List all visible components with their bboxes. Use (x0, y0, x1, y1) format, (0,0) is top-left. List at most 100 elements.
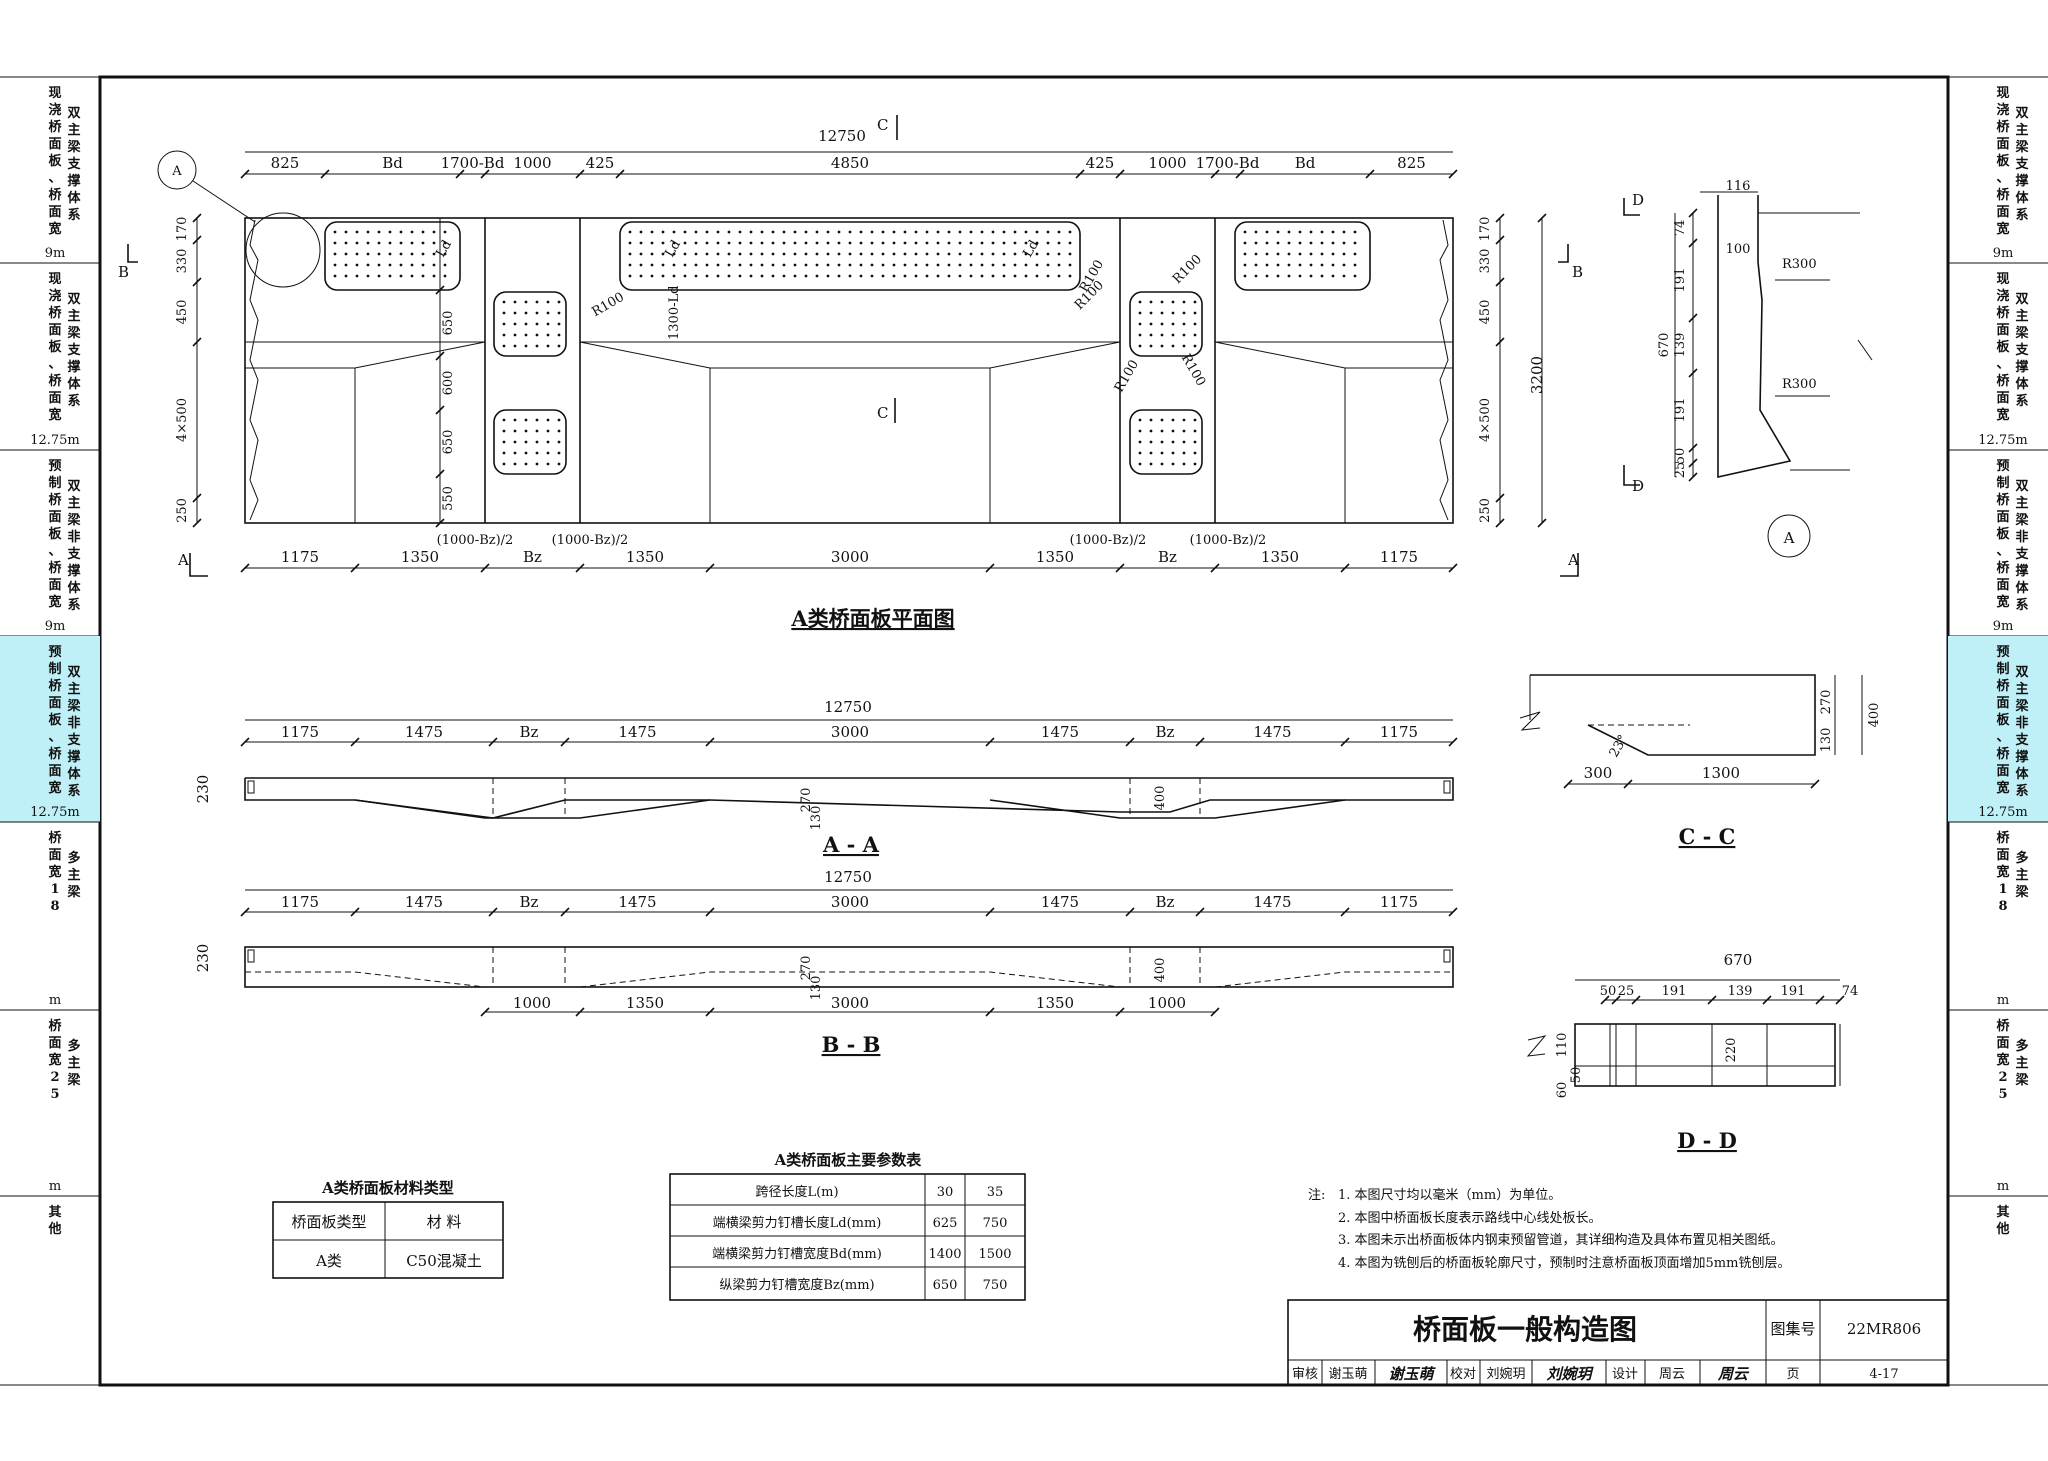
material-table (272, 1201, 504, 1279)
side-tab-width: 9m (1993, 619, 2014, 634)
aa-title: A - A (822, 832, 880, 857)
detail-a-vdim: 50 (1673, 448, 1688, 465)
plan-bottom-dim: 1350 (1036, 548, 1074, 566)
section-a-right: A (1567, 551, 1579, 569)
side-tab-7[interactable]: 其他 (1948, 1204, 2048, 1386)
plan-top-dim: 425 (586, 154, 615, 172)
plan-bottom-dim: 1350 (626, 548, 664, 566)
plan-bottom-dim: 1350 (401, 548, 439, 566)
reviewer-signature: 谢玉萌 (1388, 1365, 1436, 1383)
plan-top-dim: 1700-Bd (441, 154, 505, 172)
cc-vdim: 130 (1819, 728, 1834, 753)
plan-radius: R100 (1170, 252, 1205, 287)
dd-dim: 25 (1618, 984, 1635, 999)
plan-bottom-note: (1000-Bz)/2 (552, 533, 629, 548)
pocket-mid-end (619, 221, 1081, 291)
bb-dim: 1475 (405, 893, 443, 911)
atlas-no: 22MR806 (1847, 1320, 1921, 1338)
plan-right-dim: 450 (1478, 300, 1493, 325)
plan-top-dim: 1700-Bd (1196, 154, 1260, 172)
side-tab-7[interactable]: 其他 (0, 1204, 100, 1386)
note-3: 3. 本图未示出桥面板体内钢束预留管道，其详细构造及具体布置见相关图纸。 (1338, 1232, 1784, 1248)
side-tab-width: 9m (1993, 246, 2014, 261)
aa-dim: 1475 (1041, 723, 1079, 741)
dd-vdim: 50 (1569, 1067, 1584, 1084)
detail-a-vdim: 74 (1673, 220, 1688, 237)
bb-left-dim: 230 (194, 944, 212, 973)
detail-a-r1: R300 (1782, 257, 1817, 272)
side-tab-width: 12.75m (1978, 805, 2028, 820)
drawing-title: 桥面板一般构造图 (1413, 1313, 1637, 1346)
title-block (1287, 1299, 1949, 1386)
detail-a-width: 116 (1726, 179, 1751, 194)
bb-dim: 1475 (1041, 893, 1079, 911)
detail-a-vdim: 139 (1673, 333, 1688, 358)
bb-bottom-dim: 3000 (831, 994, 869, 1012)
side-tab-sub: 双主梁非支撑体系 (66, 665, 81, 799)
detail-a-r2: R300 (1782, 377, 1817, 392)
detail-a-inner: 100 (1726, 242, 1751, 257)
notes-label: 注: (1308, 1188, 1325, 1203)
bb-bottom-dim: 1350 (626, 994, 664, 1012)
bb-dim: 1475 (618, 893, 656, 911)
section-b-right: B (1572, 263, 1583, 281)
check-label: 校对 (1450, 1366, 1476, 1382)
bb-dim: 1175 (1380, 893, 1418, 911)
checker: 刘婉玥 (1486, 1366, 1525, 1382)
side-tabs-left: 现浇桥面板、桥面宽双主梁支撑体系9m现浇桥面板、桥面宽双主梁支撑体系12.75m… (0, 86, 100, 1386)
material-header-material: 材 料 (427, 1213, 462, 1231)
detail-a (1623, 191, 1873, 558)
plan-left-dim: 330 (175, 249, 190, 274)
aa-left-dim: 230 (194, 775, 212, 804)
plan-left-dim: 450 (175, 300, 190, 325)
aa-dim: 3000 (831, 723, 869, 741)
param-name: 端横梁剪力钉槽长度Ld(mm) (713, 1215, 882, 1231)
side-tab-sub: 双主梁非支撑体系 (2014, 665, 2029, 799)
side-tab-width: m (49, 1179, 61, 1194)
dd-vdim: 110 (1555, 1033, 1570, 1058)
section-aa (244, 719, 1454, 819)
section-cc (1519, 674, 1863, 785)
plan-bottom-dim: 3000 (831, 548, 869, 566)
side-tab-sub: 双主梁非支撑体系 (66, 479, 81, 613)
pocket-left-end (324, 221, 461, 291)
side-tab-main: 其他 (1995, 1204, 2009, 1237)
detail-a-vdim: 191 (1673, 398, 1688, 423)
section-dd (1526, 979, 1841, 1087)
bb-bottom-dim: 1000 (1148, 994, 1186, 1012)
designer: 周云 (1659, 1367, 1685, 1382)
side-tab-sub: 多主梁 (66, 850, 81, 900)
pocket-right-2 (1129, 409, 1203, 475)
plan-left-dim: 250 (175, 498, 190, 523)
pocket-right-end (1234, 221, 1371, 291)
bb-mid-b: 130 (809, 976, 824, 1001)
detail-a-vdim: 25 (1673, 462, 1688, 479)
plan-top-dim: 1000 (1148, 154, 1186, 172)
param-name: 跨径长度L(m) (755, 1184, 838, 1200)
side-tab-sub: 双主梁支撑体系 (2014, 292, 2029, 409)
plan-ld-left: Ld (433, 238, 454, 260)
aa-dim: 1475 (618, 723, 656, 741)
param-value-35: 1500 (978, 1247, 1011, 1262)
plan-left-dim: 4×500 (175, 398, 190, 442)
plan-outline (244, 217, 1454, 524)
